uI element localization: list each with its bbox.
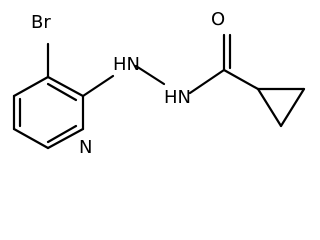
bond-inner-double-2 bbox=[46, 124, 78, 144]
bond-c2-nh bbox=[81, 74, 115, 98]
ring-nitrogen-label: N bbox=[79, 137, 92, 158]
molecule-diagram: Br HN HN N O bbox=[12, 9, 306, 158]
bond-inner-double-1 bbox=[46, 82, 78, 102]
bond-nh-carbonyl bbox=[188, 68, 226, 95]
bond-nh-nh bbox=[134, 64, 166, 86]
bond-n1-c6 bbox=[46, 127, 85, 150]
bond-cyclopropyl-right bbox=[279, 87, 306, 128]
pyridine-ring bbox=[12, 75, 85, 150]
substituent-bonds bbox=[46, 33, 260, 98]
bond-c3-c2 bbox=[46, 75, 85, 98]
bond-cyclopropyl-left bbox=[256, 87, 283, 128]
hydrazine-nh-right-label: HN bbox=[164, 87, 191, 108]
cyclopropyl-ring bbox=[256, 87, 306, 128]
bond-carbonyl-cyclopropyl bbox=[222, 68, 260, 91]
bond-c6-c5 bbox=[12, 127, 50, 150]
bond-c4-c3 bbox=[12, 75, 50, 98]
bromine-label: Br bbox=[31, 12, 51, 33]
oxygen-label: O bbox=[211, 9, 225, 30]
atom-labels: Br HN HN N O bbox=[31, 9, 225, 158]
hydrazine-nh-left-label: HN bbox=[113, 54, 140, 75]
structure-canvas: Br HN HN N O bbox=[12, 9, 306, 158]
